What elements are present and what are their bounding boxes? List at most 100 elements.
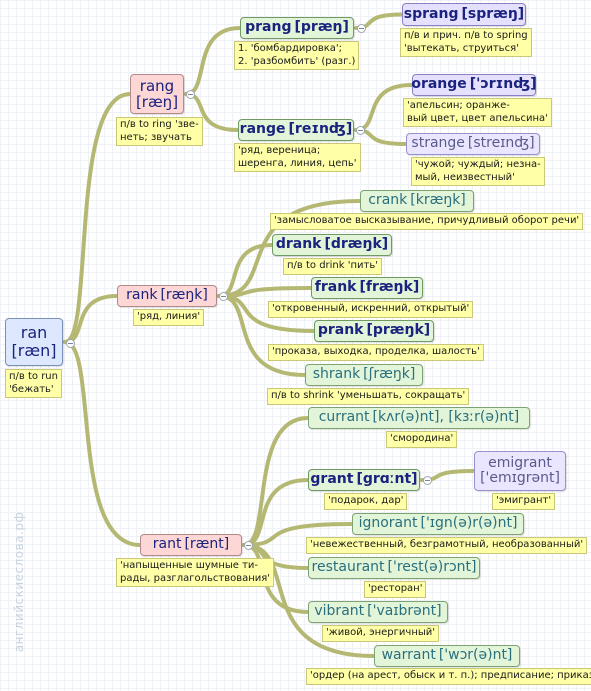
node-strange[interactable]: strange [streɪnʤ] [406, 133, 540, 155]
node-rang[interactable]: rang [ræŋ] [130, 74, 184, 114]
note-shrank: п/в to shrink 'уменьшать, сокращать' [267, 388, 470, 405]
ipa-warrant: ['wɔr(ə)nt] [438, 647, 513, 664]
connector-rank-shrank [217, 294, 307, 377]
word-rant: rant [152, 536, 182, 553]
note-rank: 'ряд, линия' [133, 309, 205, 326]
node-currant[interactable]: currant [kʌr(ə)nt], [kɜːr(ə)nt] [308, 407, 530, 429]
note-range: 'ряд, вереница; шеренга, линия, цепь' [234, 143, 361, 172]
ipa-orange: ['ɔrɪnʤ] [469, 76, 537, 93]
ipa-restaurant: ['rest(ə)rɔnt] [387, 559, 477, 576]
connector-rang-prang [184, 26, 242, 96]
node-range[interactable]: range [reɪnʤ] [238, 119, 354, 141]
ipa-rant: [rænt] [184, 536, 230, 553]
word-sprang: sprang [403, 5, 459, 22]
word-ran: ran [20, 323, 48, 343]
word-drank: drank [275, 236, 322, 253]
note-frank: 'откровенный, искренний, открытый' [268, 301, 474, 318]
word-grant: grant [310, 471, 354, 488]
node-shrank[interactable]: shrank [ʃræŋk] [305, 364, 423, 386]
node-orange[interactable]: orange ['ɔrɪnʤ] [411, 74, 537, 96]
word-vibrant: vibrant [314, 603, 365, 620]
word-currant: currant [318, 409, 370, 426]
note-emigrant: 'эмигрант' [492, 493, 556, 510]
ipa-sprang: [spræŋ] [461, 5, 525, 22]
node-restaurant[interactable]: restaurant ['rest(ə)rɔnt] [308, 557, 480, 579]
word-warrant: warrant [381, 647, 436, 664]
note-currant: 'смородина' [386, 431, 458, 448]
collapse-ran-knob[interactable] [66, 339, 75, 348]
ipa-ignorant: ['ɪgn(ə)r(ə)nt] [420, 515, 518, 532]
node-ran[interactable]: ran [ræn] [5, 318, 63, 366]
node-ignorant[interactable]: ignorant ['ɪgn(ə)r(ə)nt] [352, 513, 524, 535]
word-prang: prang [245, 19, 292, 36]
word-range: range [239, 121, 286, 138]
note-ignorant: 'невежественный, безграмотный, необразов… [306, 537, 588, 554]
connector-rant-currant [242, 416, 310, 547]
word-rank: rank [126, 287, 158, 304]
node-frank[interactable]: frank [fræŋk] [311, 277, 423, 299]
word-shrank: shrank [312, 366, 361, 383]
connector-rank-crank [217, 199, 362, 298]
ipa-rang: [ræŋ] [135, 93, 179, 111]
connector-rant-warrant [242, 543, 376, 658]
note-prang: 1. 'бомбардировка'; 2. 'разбомбить' (раз… [234, 41, 360, 70]
ipa-prank: [præŋk] [366, 322, 431, 339]
collapse-rang-knob[interactable] [186, 90, 195, 99]
node-rant[interactable]: rant [rænt] [140, 534, 242, 556]
node-warrant[interactable]: warrant ['wɔr(ə)nt] [374, 645, 520, 667]
word-rang: rang [139, 76, 175, 95]
node-prang[interactable]: prang [præŋ] [240, 17, 354, 39]
ipa-crank: [kræŋk] [410, 192, 466, 209]
node-vibrant[interactable]: vibrant ['vaɪbrənt] [308, 601, 448, 623]
note-strange: 'чужой; чуждый; незна- мый, неизвестный' [411, 157, 545, 186]
note-restaurant: 'ресторан' [364, 581, 427, 598]
ipa-vibrant: ['vaɪbrənt] [367, 603, 442, 620]
collapse-rank-knob[interactable] [219, 292, 228, 301]
word-emigrant: emigrant [488, 454, 552, 471]
ipa-shrank: [ʃræŋk] [363, 366, 416, 383]
note-ran: п/в to run 'бежать' [5, 369, 62, 398]
word-ignorant: ignorant [358, 515, 418, 532]
ipa-range: [reɪnʤ] [288, 121, 353, 138]
node-grant[interactable]: grant [grɑːnt] [308, 469, 420, 491]
note-sprang: п/в и прич. п/в to spring 'вытекать, стр… [400, 28, 532, 57]
watermark-text: английскиеслова.рф [12, 511, 26, 653]
ipa-prang: [præŋ] [294, 19, 349, 36]
node-drank[interactable]: drank [dræŋk] [272, 234, 392, 256]
collapse-range-knob[interactable] [356, 126, 365, 135]
node-crank[interactable]: crank [kræŋk] [360, 190, 474, 212]
connector-rant-ignorant [242, 522, 354, 547]
connector-ran-rant [63, 340, 142, 547]
node-prank[interactable]: prank [præŋk] [314, 320, 434, 342]
word-prank: prank [317, 322, 364, 339]
word-restaurant: restaurant [311, 559, 385, 576]
word-crank: crank [368, 192, 408, 209]
ipa-currant: [kʌr(ə)nt], [kɜːr(ə)nt] [372, 409, 520, 426]
node-emigrant[interactable]: emigrant ['emɪgrənt] [474, 451, 566, 491]
ipa-strange: [streɪnʤ] [467, 135, 535, 152]
note-drank: п/в to drink 'пить' [283, 258, 382, 275]
note-rang: п/в to ring 'зве- неть; звучать [116, 117, 203, 146]
ipa-ran: [ræn] [11, 341, 57, 360]
note-rant: 'напыщенные шумные ти- рады, разглагольс… [116, 558, 275, 587]
collapse-grant-knob[interactable] [423, 476, 432, 485]
ipa-rank: [ræŋk] [160, 287, 208, 304]
ipa-frank: [fræŋk] [359, 279, 420, 296]
word-strange: strange [411, 135, 465, 152]
word-frank: frank [314, 279, 357, 296]
node-rank[interactable]: rank [ræŋk] [117, 285, 217, 307]
ipa-drank: [dræŋk] [324, 236, 389, 253]
word-orange: orange [411, 76, 467, 93]
note-orange: 'апельсин; оранже- вый цвет, цвет апельс… [403, 98, 552, 127]
note-grant: 'подарок, дар' [324, 493, 408, 510]
ipa-grant: [grɑːnt] [356, 471, 418, 488]
collapse-prang-knob[interactable] [357, 24, 366, 33]
collapse-rant-knob[interactable] [244, 541, 253, 550]
note-prank: 'проказа, выходка, проделка, шалость' [268, 344, 484, 361]
ipa-emigrant: ['emɪgrənt] [480, 470, 560, 486]
note-crank: 'замысловатое высказывание, причудливый … [270, 213, 584, 230]
note-vibrant: 'живой, энергичный' [322, 625, 439, 642]
node-sprang[interactable]: sprang [spræŋ] [402, 3, 526, 26]
note-warrant: 'ордер (на арест, обыск и т. п.); предпи… [306, 668, 591, 685]
